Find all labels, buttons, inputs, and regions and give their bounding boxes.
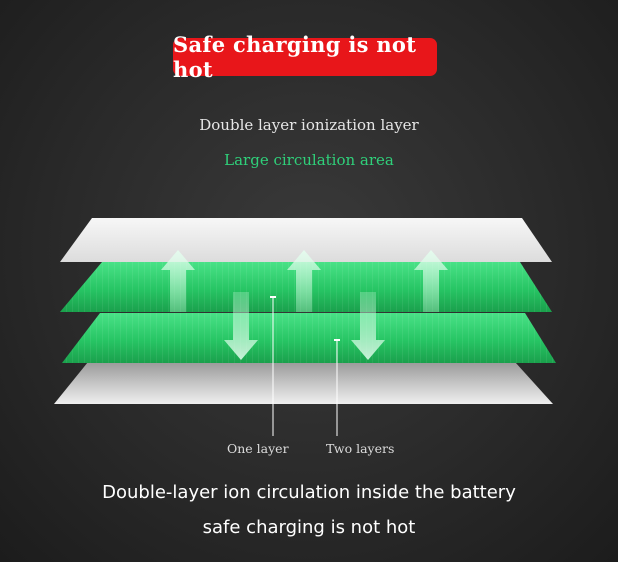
footer-line-2: safe charging is not hot: [202, 517, 416, 538]
layer-illustration: [54, 218, 556, 404]
arrow-up-icon: [161, 250, 195, 312]
bottom-separator-layer: [54, 362, 553, 404]
arrow-down-icon: [224, 292, 258, 360]
arrow-down-icon: [351, 292, 385, 360]
subtitle-line-2: Large circulation area: [224, 151, 394, 169]
top-separator-layer: [60, 218, 552, 262]
arrow-up-icon: [287, 250, 321, 312]
footer-line-1: Double-layer ion circulation inside the …: [102, 482, 516, 503]
subtitle-line-1: Double layer ionization layer: [199, 116, 419, 134]
callout-marker: [334, 339, 340, 341]
label-two-layers: Two layers: [326, 441, 395, 456]
arrow-up-icon: [414, 250, 448, 312]
callout-marker: [270, 296, 276, 298]
label-one-layer: One layer: [227, 441, 289, 456]
